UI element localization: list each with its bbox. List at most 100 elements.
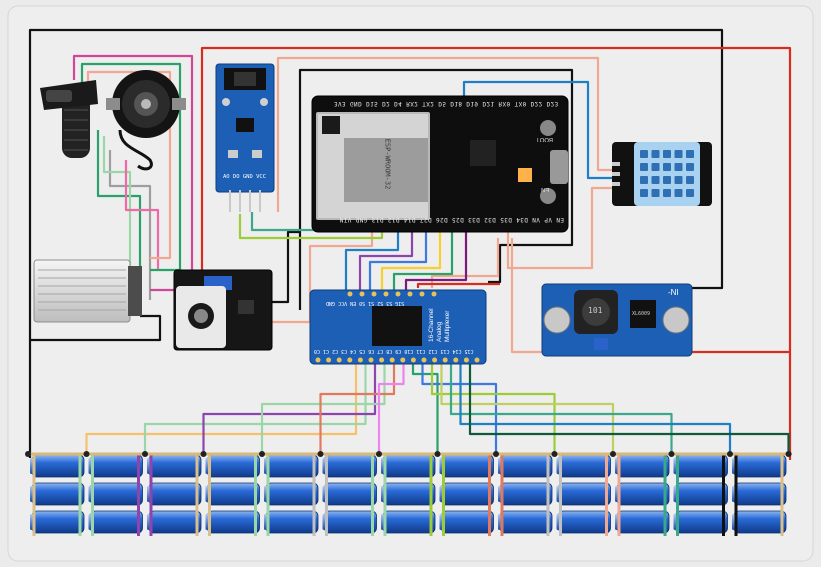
mux-pin bbox=[383, 291, 389, 297]
speed-sensor bbox=[215, 63, 275, 212]
esp32-en-label: EN bbox=[541, 186, 550, 192]
wire-black-esp bbox=[298, 68, 574, 310]
dht-vent bbox=[663, 176, 671, 184]
battery-cell bbox=[441, 510, 494, 534]
battery-cell bbox=[207, 454, 260, 478]
wire-red-vcc bbox=[416, 282, 500, 288]
battery-cell bbox=[675, 510, 728, 534]
mux-bottom-pins: C15 C14 C13 C12 C11 C10 C9 C8 C7 C6 C5 C… bbox=[314, 348, 474, 354]
battery-tap-point bbox=[317, 451, 324, 457]
buck-ni-label: -NI bbox=[668, 288, 679, 297]
dht-vent bbox=[663, 150, 671, 158]
wire-blue-sig bbox=[344, 232, 400, 290]
battery-cell bbox=[207, 510, 260, 534]
wire-mux-tap bbox=[468, 364, 790, 454]
dht-vent bbox=[674, 176, 683, 184]
mux-pin bbox=[400, 357, 406, 363]
mux-pin bbox=[315, 357, 321, 363]
wire-mux-tap bbox=[202, 364, 377, 454]
wire-mux-tap bbox=[319, 364, 396, 454]
battery-tap-point bbox=[493, 451, 499, 457]
battery-cell bbox=[31, 482, 85, 506]
wire-mux-tap bbox=[421, 364, 498, 454]
motor-controller bbox=[33, 259, 142, 323]
wire-pink-motor bbox=[124, 160, 160, 270]
wire-mux-tap bbox=[459, 364, 732, 454]
dht-vent bbox=[686, 163, 694, 171]
dht-vent bbox=[651, 189, 660, 197]
wire-yellow-s2 bbox=[380, 232, 442, 290]
mux-pin bbox=[474, 357, 480, 363]
current-sensor bbox=[173, 269, 273, 351]
wire-black-hall bbox=[268, 230, 300, 304]
hub-motor bbox=[106, 70, 186, 171]
battery-cell bbox=[733, 482, 787, 506]
battery-cell bbox=[616, 510, 670, 534]
battery-cell bbox=[616, 454, 670, 478]
mux-pin bbox=[359, 291, 365, 297]
dht-vent bbox=[686, 150, 694, 158]
battery-tap-point bbox=[200, 451, 207, 457]
dht-vent bbox=[674, 150, 683, 158]
wire-blue-dht bbox=[462, 80, 612, 180]
wire-purple-s0 bbox=[358, 232, 414, 290]
battery-cell bbox=[382, 510, 436, 534]
boost-converter bbox=[541, 283, 693, 357]
wire-mux-tap bbox=[440, 364, 615, 454]
battery-cell bbox=[382, 482, 436, 506]
mux-pin bbox=[432, 357, 438, 363]
battery-tap-point bbox=[551, 451, 558, 457]
wire-mux-tap bbox=[377, 364, 405, 454]
dht-vent bbox=[674, 189, 683, 197]
wire-mux-tap bbox=[411, 364, 439, 454]
battery-cell bbox=[31, 454, 85, 478]
mux-pin bbox=[379, 357, 385, 363]
battery-tap-point bbox=[434, 451, 441, 457]
battery-cell bbox=[558, 482, 611, 506]
wire-salmon-hall bbox=[270, 232, 374, 324]
mux-pin bbox=[371, 291, 377, 297]
battery-cell bbox=[733, 510, 787, 534]
wire-blue-s1 bbox=[368, 232, 428, 290]
dht-vent bbox=[674, 163, 683, 171]
buck-inductor-label: 101 bbox=[588, 306, 603, 315]
esp32-top-pins: 3V3 GND D15 D2 D4 RX2 TX2 D5 D18 D19 D21… bbox=[334, 100, 559, 107]
mux-pin bbox=[326, 357, 332, 363]
battery-tap-point bbox=[376, 451, 382, 457]
battery-tap-point bbox=[25, 451, 31, 457]
battery-cell bbox=[499, 454, 553, 478]
mux-board bbox=[309, 289, 487, 365]
mux-pin bbox=[395, 291, 401, 297]
wire-mux-tap bbox=[85, 364, 358, 454]
esp32-module-label: ESP-WROOM-32 bbox=[383, 138, 392, 190]
mux-pin bbox=[421, 357, 427, 363]
battery-cell bbox=[675, 454, 728, 478]
dht-vent bbox=[640, 176, 648, 184]
wire-green-throttle bbox=[96, 130, 142, 300]
battery-cell bbox=[441, 482, 494, 506]
mux-pin bbox=[431, 291, 437, 297]
mux-pin bbox=[410, 357, 416, 363]
wire-lime-speed bbox=[238, 214, 384, 240]
wire-red-main bbox=[200, 46, 792, 460]
mux-pin bbox=[347, 291, 353, 297]
battery-pack bbox=[25, 451, 792, 536]
mux-pin bbox=[368, 357, 374, 363]
battery-cell bbox=[148, 454, 202, 478]
dht-vent bbox=[640, 189, 648, 197]
battery-cell bbox=[441, 454, 494, 478]
battery-cell bbox=[324, 454, 377, 478]
dht-vent bbox=[686, 176, 694, 184]
esp32-boot-label: BOOT bbox=[536, 136, 554, 142]
dht-vent bbox=[663, 189, 671, 197]
panel-background bbox=[7, 5, 814, 562]
battery-tap-point bbox=[83, 451, 90, 457]
battery-cell bbox=[148, 510, 202, 534]
wire-black-outer bbox=[28, 28, 724, 458]
battery-cell bbox=[90, 510, 143, 534]
dht-vent bbox=[651, 176, 660, 184]
battery-cell bbox=[90, 454, 143, 478]
battery-cell bbox=[382, 454, 436, 478]
wire-green-loop bbox=[80, 62, 182, 272]
